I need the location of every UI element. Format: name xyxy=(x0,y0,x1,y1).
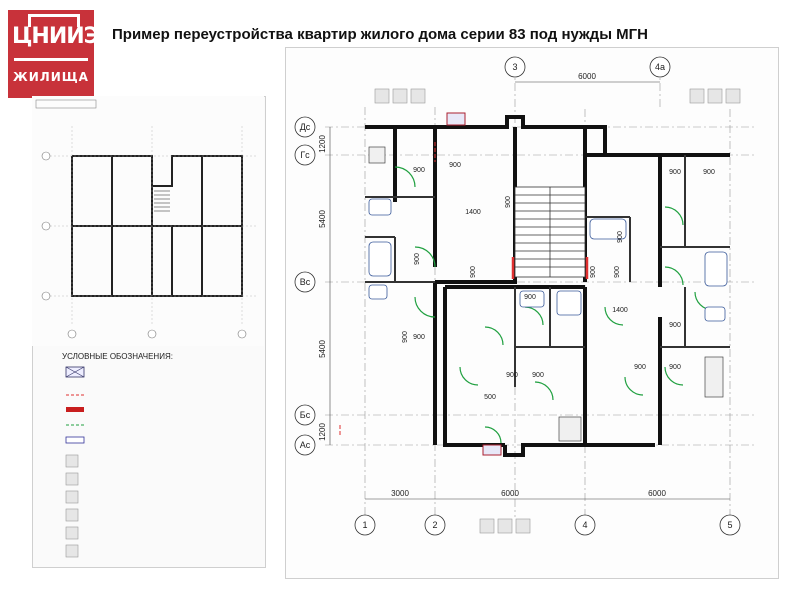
door-label: 900 xyxy=(524,294,536,301)
page-title: Пример переустройства квартир жилого дом… xyxy=(112,26,649,43)
logo-lettering: ЦНИИЭП xyxy=(12,24,117,49)
axis-label-vs: Вс xyxy=(300,277,311,287)
door-label: 900 xyxy=(617,231,624,243)
thumb-axis-bubbles xyxy=(41,151,247,339)
door-label: 900 xyxy=(413,167,425,174)
door-label: 900 xyxy=(506,372,518,379)
reconstructed-plan-panel xyxy=(285,47,779,579)
door-label: 900 xyxy=(470,266,477,278)
dim-bottom-3: 6000 xyxy=(648,489,666,498)
logo-divider xyxy=(14,58,88,61)
extra-dim-label: 1400 xyxy=(465,209,481,216)
door-label: 900 xyxy=(669,322,681,329)
dashed-red xyxy=(339,142,436,437)
extra-dim-label: 1400 xyxy=(612,307,628,314)
axis-label-1: 1 xyxy=(362,520,367,530)
existing-plan-thumbnail xyxy=(32,96,264,346)
stair xyxy=(514,186,586,278)
partitions xyxy=(365,155,730,387)
mgn-icons xyxy=(374,88,741,534)
door-label: 900 xyxy=(669,169,681,176)
thumb-grid xyxy=(42,126,257,326)
dim-bottom-2: 6000 xyxy=(501,489,519,498)
door-width-labels: 900 900 900 900 900 900 900 900 900 900 … xyxy=(402,162,715,401)
dim-left-2: 5400 xyxy=(318,210,327,228)
door-label: 900 xyxy=(449,162,461,169)
organization-logo: ЦНИИЭП ЖИЛИЩА xyxy=(8,10,117,98)
axis-label-4: 4 xyxy=(582,520,587,530)
door-label: 900 xyxy=(505,196,512,208)
door-label: 900 xyxy=(413,334,425,341)
dim-left-3: 5400 xyxy=(318,340,327,358)
door-label: 900 xyxy=(634,364,646,371)
legend-symbols xyxy=(65,366,85,558)
logo-roof-shape xyxy=(28,14,80,27)
logo-lettering-sub: ЖИЛИЩА xyxy=(13,70,89,84)
axis-label-bs: Бс xyxy=(300,410,311,420)
axis-label-gs: Гс xyxy=(300,150,310,160)
door-label: 900 xyxy=(614,266,621,278)
floor-plan: Дс Гс Вс Бс Ас 1 2 3 4 4а 5 6000 3000 60… xyxy=(294,56,755,536)
removed-openings xyxy=(511,257,589,279)
dimension-labels: 6000 3000 6000 6000 1200 5400 5400 1200 xyxy=(318,72,666,498)
axis-label-3: 3 xyxy=(512,62,517,72)
axis-number-labels: 1 2 3 4 4а 5 xyxy=(362,62,732,530)
axis-label-4a: 4а xyxy=(655,62,665,72)
dim-bottom-1: 3000 xyxy=(391,489,409,498)
stoves xyxy=(368,146,724,442)
axis-label-5: 5 xyxy=(727,520,732,530)
dim-left-4: 1200 xyxy=(318,423,327,441)
extra-dim-label: 500 xyxy=(484,394,496,401)
dim-left-1: 1200 xyxy=(318,135,327,153)
axis-letter-labels: Дс Гс Вс Бс Ас xyxy=(300,122,311,450)
door-label: 900 xyxy=(669,364,681,371)
axis-label-as: Ас xyxy=(300,440,311,450)
sanitary-fixtures xyxy=(368,198,728,322)
entry-markers xyxy=(446,112,502,456)
thumb-stair xyxy=(154,190,170,212)
axis-label-ds: Дс xyxy=(300,122,311,132)
door-swings xyxy=(394,166,714,444)
door-label: 900 xyxy=(402,331,409,343)
thumb-stamp xyxy=(35,99,97,109)
door-label: 900 xyxy=(590,266,597,278)
door-label: 900 xyxy=(414,253,421,265)
axis-bubbles xyxy=(294,56,741,536)
legend-heading: УСЛОВНЫЕ ОБОЗНАЧЕНИЯ: xyxy=(62,352,173,361)
axis-label-2: 2 xyxy=(432,520,437,530)
legend-symbol-rows xyxy=(65,366,85,558)
door-label: 900 xyxy=(703,169,715,176)
dimension-lines xyxy=(329,81,730,500)
dim-top: 6000 xyxy=(578,72,596,81)
door-label: 900 xyxy=(532,372,544,379)
